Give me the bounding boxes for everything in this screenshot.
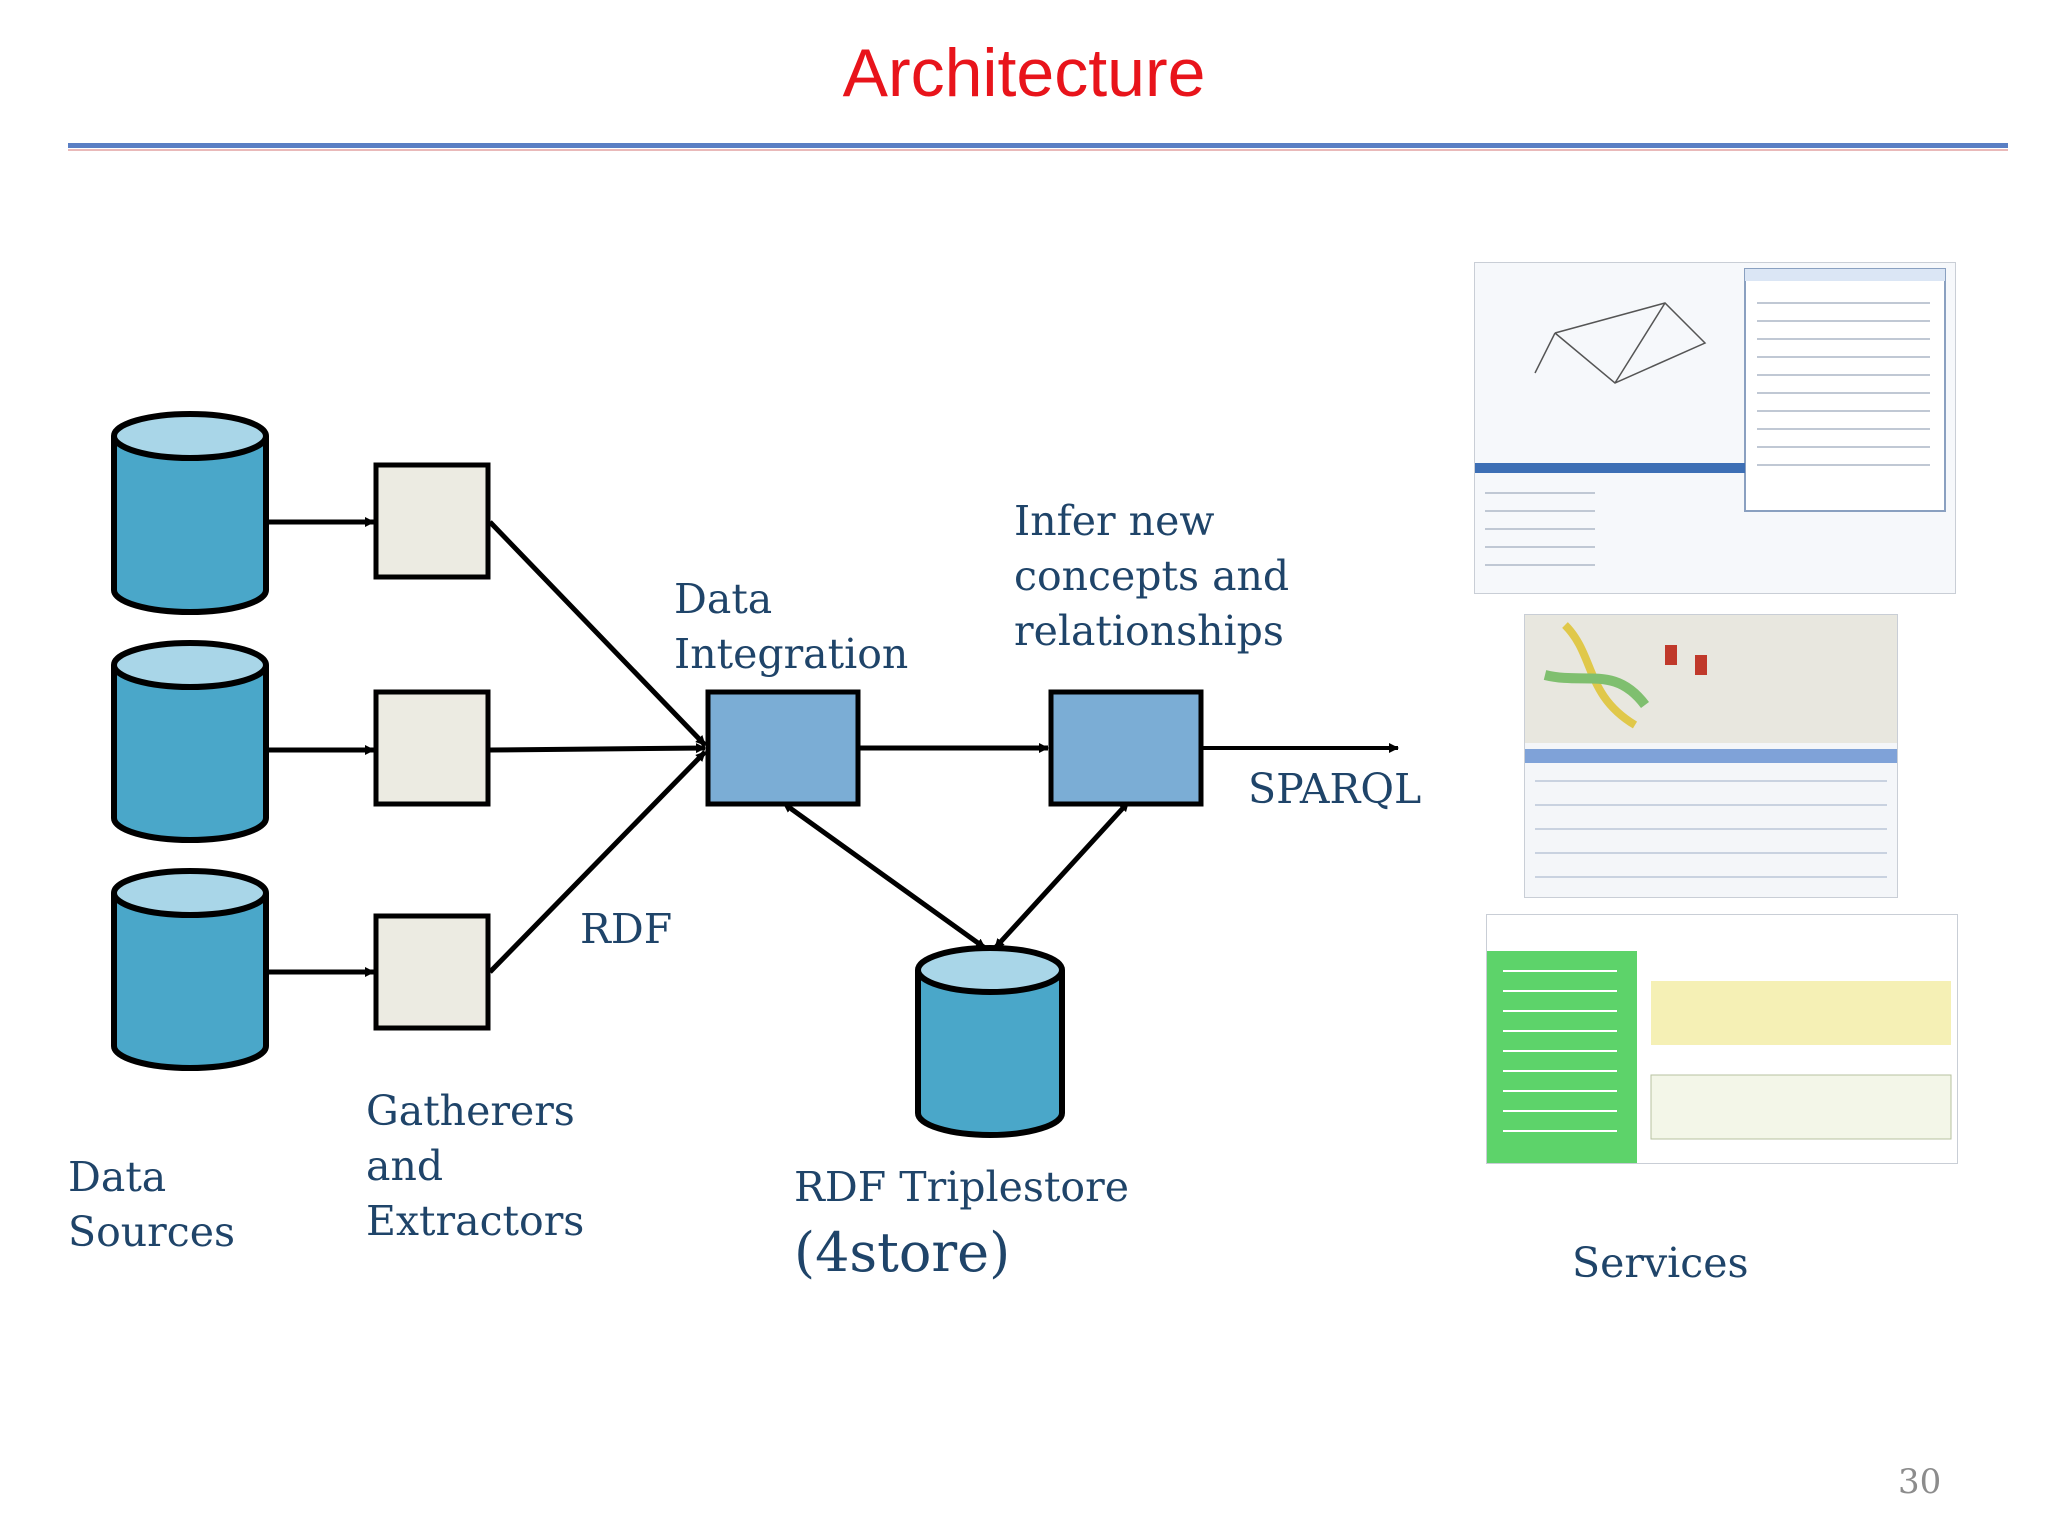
triplestore-arrows bbox=[782, 801, 1130, 951]
infer-label: Infer new concepts and relationships bbox=[1014, 497, 1290, 655]
data-integration-box bbox=[705, 689, 861, 807]
data-integration-label: Data Integration bbox=[674, 575, 909, 678]
triplestore-name-label: (4store) bbox=[794, 1221, 1011, 1284]
gatherers-label: Gatherers and Extractors bbox=[366, 1087, 585, 1245]
gatherer-arrows bbox=[488, 520, 707, 974]
infer-box bbox=[1048, 689, 1204, 807]
service-screenshot-segmentation bbox=[1486, 914, 1958, 1164]
data-source-cylinder-3 bbox=[111, 868, 269, 1071]
services-label: Services bbox=[1572, 1239, 1749, 1287]
title-underline-shadow bbox=[68, 149, 2008, 151]
gatherer-box-1 bbox=[373, 462, 491, 580]
slide-title: Architecture bbox=[842, 35, 1206, 111]
gatherer-box-2 bbox=[373, 689, 491, 807]
title-underline bbox=[68, 143, 2008, 148]
source-arrows bbox=[268, 517, 375, 977]
data-sources-label: Data Sources bbox=[68, 1153, 236, 1256]
rdf-label: RDF bbox=[580, 905, 673, 953]
page-number: 30 bbox=[1898, 1462, 1942, 1502]
data-source-cylinder-2 bbox=[111, 640, 269, 843]
sparql-label: SPARQL bbox=[1248, 765, 1422, 813]
service-screenshot-map bbox=[1524, 614, 1898, 898]
data-source-cylinder-1 bbox=[111, 411, 269, 615]
triplestore-cylinder bbox=[915, 945, 1065, 1138]
triplestore-label: RDF Triplestore bbox=[794, 1163, 1129, 1211]
service-screenshot-graph bbox=[1474, 262, 1956, 594]
gatherer-box-3 bbox=[373, 913, 491, 1031]
